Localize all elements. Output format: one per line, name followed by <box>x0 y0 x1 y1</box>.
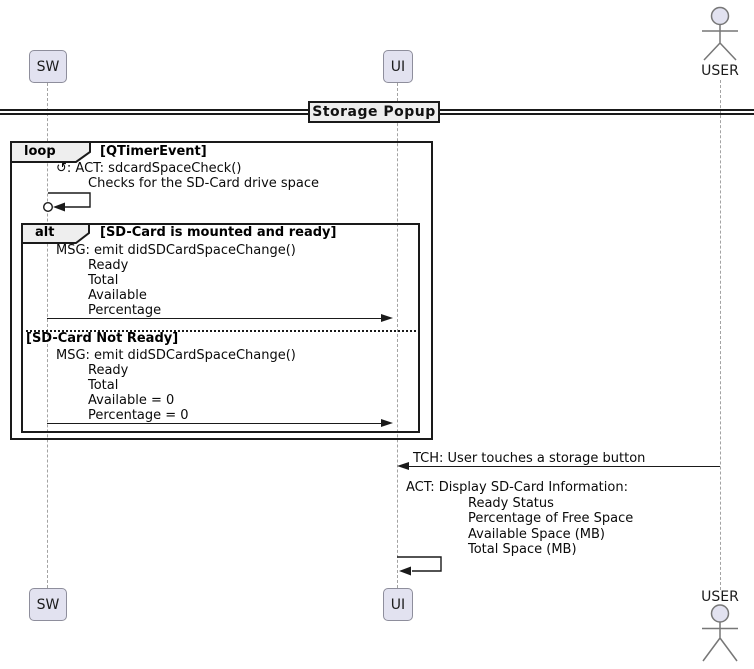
actor-user-top-icon <box>702 6 738 61</box>
alt-else-divider <box>21 330 420 332</box>
participant-sw-bottom: SW <box>29 588 67 621</box>
message-space-change-ready-param: Available <box>88 288 147 303</box>
arrowhead-right-icon <box>381 314 393 322</box>
arrowhead-right-icon <box>381 419 393 427</box>
message-sdcard-check-text: : ACT: sdcardSpaceCheck() <box>66 161 242 176</box>
message-space-change-ready-param: Ready <box>88 258 129 273</box>
message-space-change-notready-param: Percentage = 0 <box>88 408 189 423</box>
arrow-sw-to-ui-ready <box>47 318 382 319</box>
alt-fragment <box>21 223 420 433</box>
participant-sw-top: SW <box>29 50 67 83</box>
self-message-arrow-ui <box>397 556 442 576</box>
loop-circular-icon: ↺ <box>56 161 67 176</box>
participant-sw-label: SW <box>36 596 60 613</box>
actor-user-bottom-icon <box>702 604 738 662</box>
participant-ui-label: UI <box>390 58 406 75</box>
message-space-change-notready-param: Available = 0 <box>88 393 175 408</box>
arrowhead-left-icon <box>397 462 409 470</box>
alt-operator-label: alt <box>35 225 55 240</box>
message-display-info-param: Ready Status <box>468 496 554 511</box>
actor-user-bottom-label: USER <box>701 589 739 605</box>
arrow-sw-to-ui-notready <box>47 423 382 424</box>
loop-operator-tab <box>10 141 91 163</box>
alt-operator-tab <box>21 223 90 244</box>
message-display-info-param: Total Space (MB) <box>468 542 577 557</box>
participant-ui-bottom: UI <box>383 588 413 621</box>
loop-operator-label: loop <box>24 144 56 159</box>
alt-guard-not-ready: [SD-Card Not Ready] <box>26 331 179 346</box>
message-display-info-title: ACT: Display SD-Card Information: <box>406 480 628 495</box>
lifeline-ui <box>396 83 398 588</box>
message-space-change-ready-param: Total <box>88 273 119 288</box>
actor-user-top-label: USER <box>701 63 739 79</box>
message-display-info-param: Percentage of Free Space <box>468 511 634 526</box>
divider-title: Storage Popup <box>308 101 440 123</box>
message-space-change-notready-title: MSG: emit didSDCardSpaceChange() <box>56 348 296 363</box>
loop-guard: [QTimerEvent] <box>100 144 207 159</box>
lifeline-user <box>719 80 721 590</box>
message-space-change-notready-param: Ready <box>88 363 129 378</box>
participant-sw-label: SW <box>36 58 60 75</box>
message-touch: TCH: User touches a storage button <box>413 451 646 466</box>
message-space-change-notready-param: Total <box>88 378 119 393</box>
message-space-change-ready-param: Percentage <box>88 303 162 318</box>
loop-fragment <box>10 141 433 440</box>
participant-ui-top: UI <box>383 50 413 83</box>
message-space-change-ready-title: MSG: emit didSDCardSpaceChange() <box>56 243 296 258</box>
message-display-info-param: Available Space (MB) <box>468 527 606 542</box>
alt-guard-ready: [SD-Card is mounted and ready] <box>100 225 337 240</box>
self-message-arrow-sw <box>42 192 91 213</box>
arrow-user-to-ui <box>409 466 720 467</box>
message-sdcard-check-detail: Checks for the SD-Card drive space <box>88 176 320 191</box>
message-sdcard-check: ↺: ACT: sdcardSpaceCheck() <box>56 162 241 176</box>
lifeline-sw <box>46 83 48 588</box>
participant-ui-label: UI <box>390 596 406 613</box>
